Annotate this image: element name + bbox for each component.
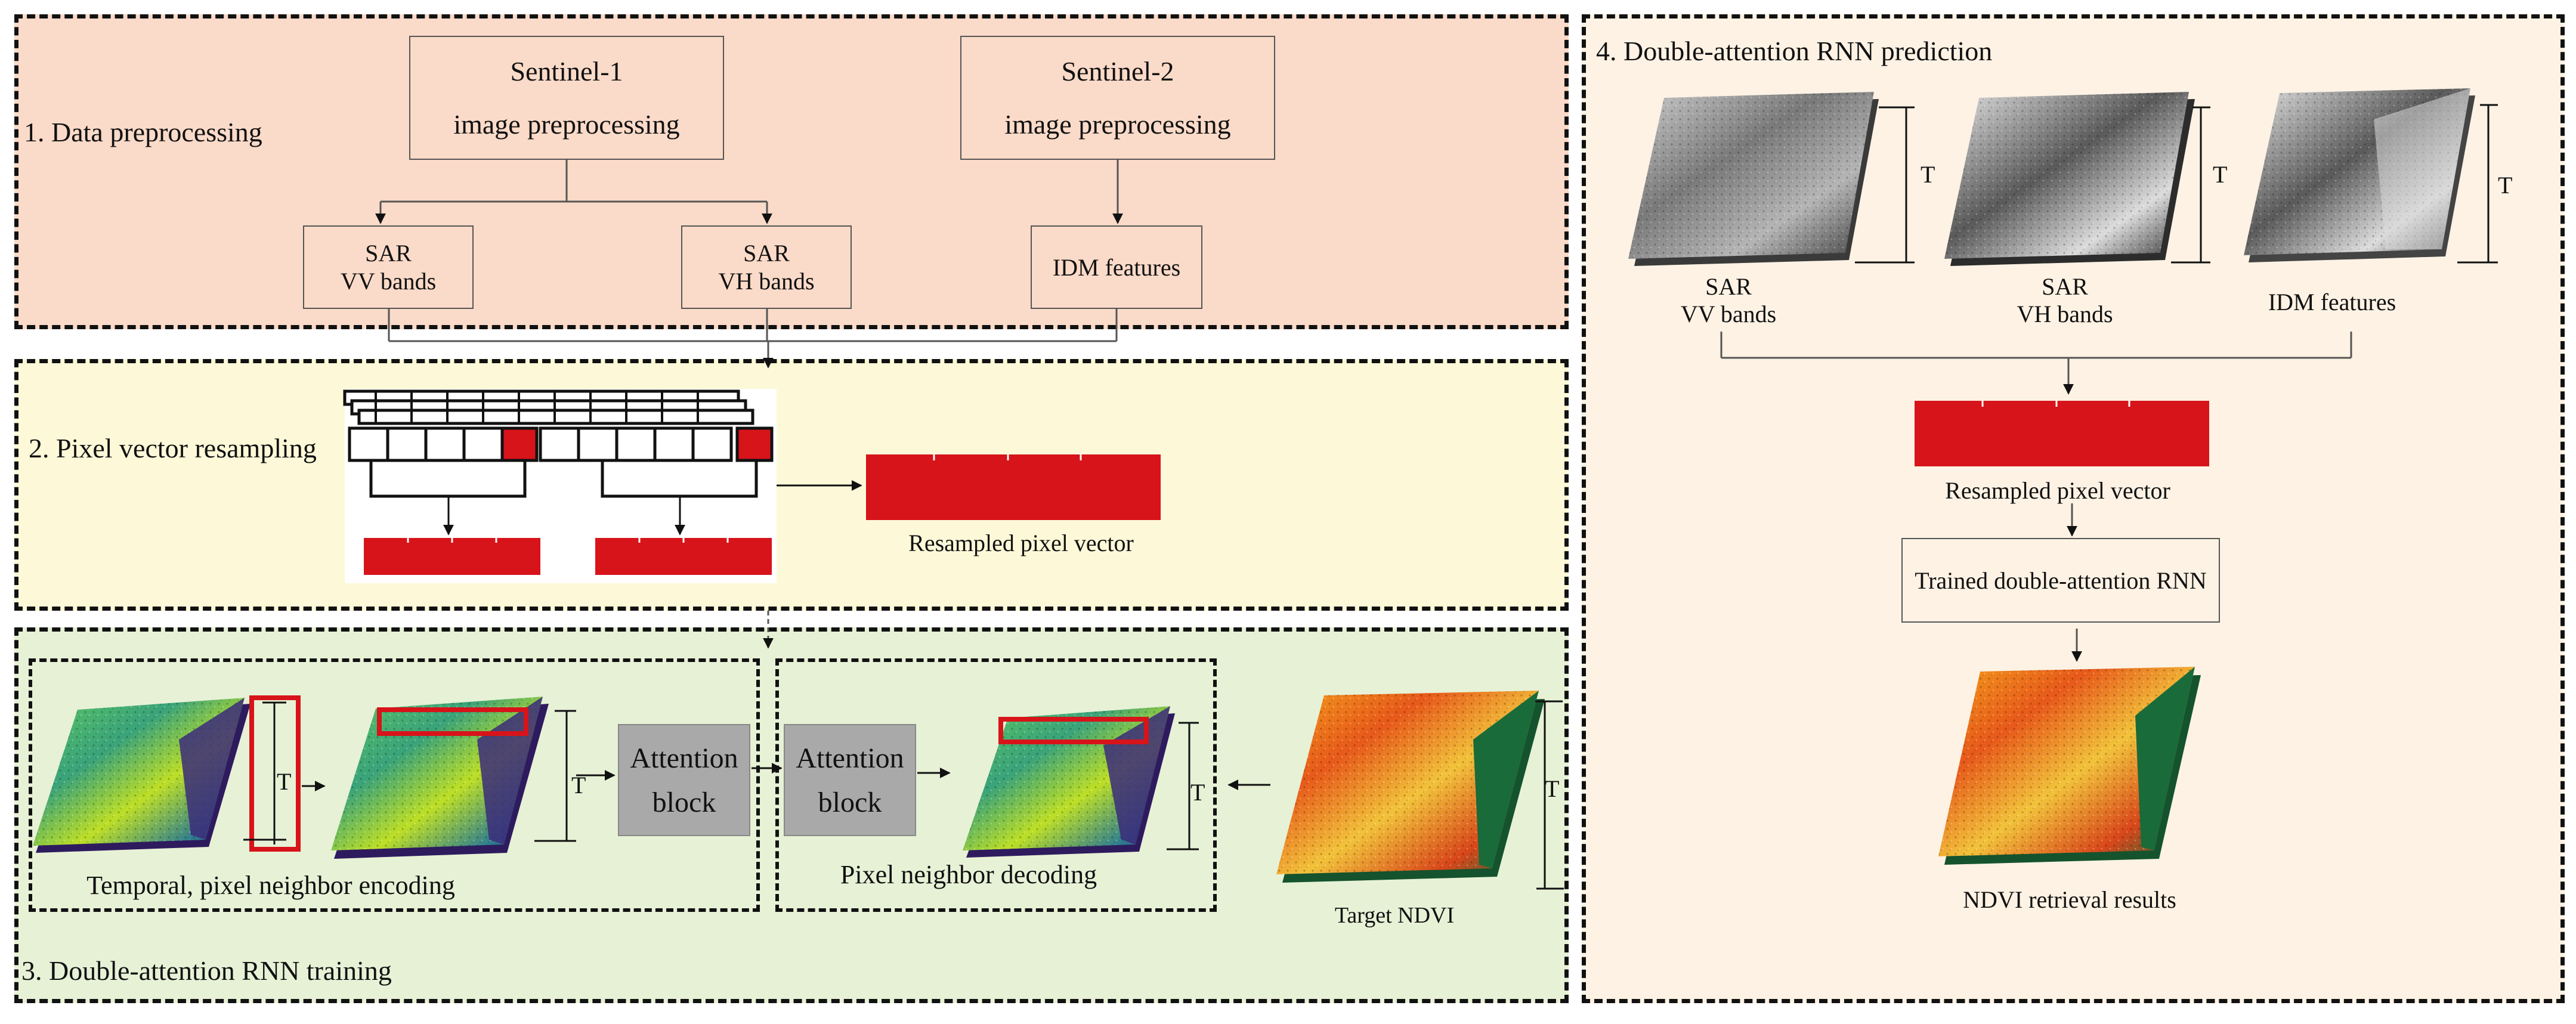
panel4-title: 4. Double-attention RNN prediction — [1596, 36, 1993, 66]
sar-vv-line2: VV bands — [340, 268, 437, 295]
trained-rnn-label: Trained double-attention RNN — [1915, 567, 2207, 594]
p4-idm-image-stack — [2244, 88, 2475, 262]
p4-sar-vh-line2: VH bands — [2017, 301, 2113, 327]
p4-ndvi-results-image-stack — [1938, 667, 2201, 865]
sentinel1-preprocessing-box: Sentinel-1 image preprocessing — [409, 36, 724, 160]
t-label-target: T — [1545, 775, 1560, 802]
target-ndvi-image-stack — [1276, 691, 1545, 883]
sentinel1-line2: image preprocessing — [453, 109, 680, 140]
attention2-line2: block — [818, 786, 882, 818]
decoding-subpanel — [775, 658, 1217, 912]
sentinel2-line1: Sentinel-2 — [1061, 56, 1174, 86]
t-label-decoding: T — [1190, 779, 1205, 806]
sar-vh-line1: SAR — [743, 240, 790, 267]
pixel-vector-grid-graphic — [343, 389, 1161, 583]
idm-features-box: IDM features — [1031, 225, 1202, 309]
sentinel1-line1: Sentinel-1 — [510, 56, 623, 86]
panel2-resampled-label: Resampled pixel vector — [908, 530, 1134, 556]
panel3-title: 3. Double-attention RNN training — [21, 955, 392, 986]
panel2-title: 2. Pixel vector resampling — [29, 433, 317, 463]
attention1-line1: Attention — [630, 742, 738, 774]
ndvi-results-label: NDVI retrieval results — [1963, 886, 2176, 913]
sentinel2-line2: image preprocessing — [1004, 109, 1231, 140]
p4-idm-label: IDM features — [2268, 289, 2396, 315]
attention2-line1: Attention — [796, 742, 904, 774]
encoding-output-image-stack — [331, 697, 549, 859]
attention1-line2: block — [652, 786, 716, 818]
p4-sar-vh-image-stack — [1944, 92, 2195, 266]
sar-vv-line1: SAR — [365, 240, 412, 267]
p4-sar-vv-line2: VV bands — [1680, 301, 1777, 327]
trained-rnn-box: Trained double-attention RNN — [1901, 538, 2220, 623]
p4-resampled-label: Resampled pixel vector — [1945, 477, 2170, 504]
decoding-label: Pixel neighbor decoding — [840, 860, 1097, 889]
attention-block-decoder: Attention block — [784, 724, 916, 836]
p4-t-label-vh: T — [2213, 161, 2228, 188]
sar-vv-box: SAR VV bands — [303, 225, 474, 309]
sentinel2-preprocessing-box: Sentinel-2 image preprocessing — [960, 36, 1275, 160]
p4-sar-vv-line1: SAR — [1705, 273, 1752, 300]
p4-resampled-vector — [1915, 401, 2209, 466]
t-label-encoding-input: T — [277, 768, 292, 795]
p4-sar-vh-line1: SAR — [2042, 273, 2088, 300]
panel-data-preprocessing — [14, 14, 1569, 329]
temporal-encoding-highlight — [249, 695, 301, 852]
pixel-neighbor-highlight-decoder — [998, 717, 1149, 744]
pixel-neighbor-highlight-encoder — [377, 707, 528, 736]
p4-connectors — [1720, 332, 2352, 662]
panel1-title: 1. Data preprocessing — [24, 117, 262, 147]
idm-features-label: IDM features — [1052, 253, 1181, 281]
encoding-label: Temporal, pixel neighbor encoding — [86, 871, 455, 900]
panel1-connectors — [375, 160, 1123, 649]
sar-vh-box: SAR VH bands — [681, 225, 852, 309]
p4-t-label-vv: T — [1921, 161, 1935, 188]
encoding-input-image-stack — [33, 698, 251, 853]
decoding-image-stack — [963, 706, 1175, 858]
attention-block-encoder: Attention block — [618, 724, 750, 836]
p4-sar-vv-image-stack — [1628, 92, 1879, 266]
target-ndvi-label: Target NDVI — [1334, 903, 1455, 928]
encoding-subpanel — [29, 658, 760, 912]
p4-t-label-idm: T — [2498, 172, 2513, 199]
sar-vh-line2: VH bands — [718, 268, 815, 295]
